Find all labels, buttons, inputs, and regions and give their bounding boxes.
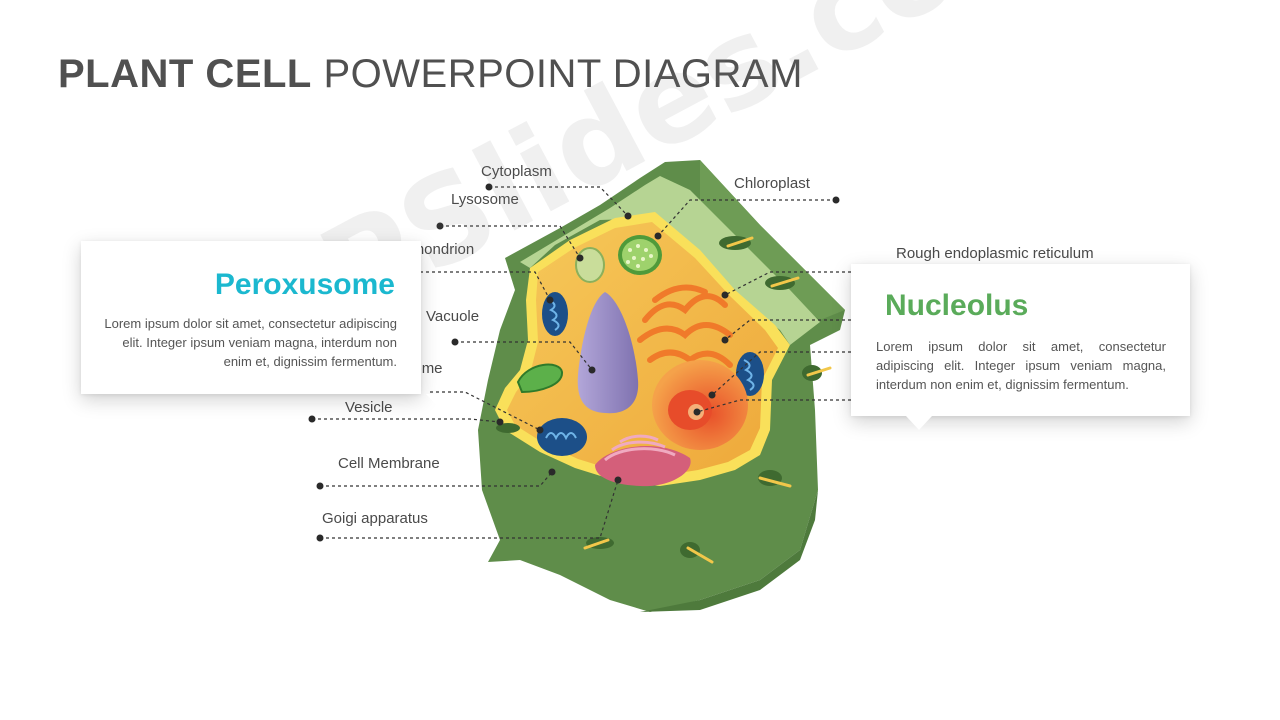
callout-nucleolus-heading: Nucleolus: [885, 289, 1029, 322]
rough-er: [637, 284, 733, 368]
callout-peroxisome: Peroxusome Lorem ipsum dolor sit amet, c…: [81, 241, 452, 408]
page-title: PLANT CELL POWERPOINT DIAGRAM: [58, 50, 803, 98]
leader-lines: [312, 186, 851, 539]
chloroplast: [618, 235, 662, 275]
label-vacuole: Vacuole: [426, 308, 480, 325]
label-vesicle: Vesicle: [345, 399, 393, 416]
label-chloroplast: Chloroplast: [734, 175, 810, 192]
label-cytoplasm: Cytoplasm: [481, 163, 552, 180]
label-lysosome: Lysosome: [451, 191, 519, 208]
mitochondrion-left: [542, 292, 568, 336]
callout-nucleolus-tail: [906, 416, 932, 430]
nucleus: [652, 360, 748, 450]
mitochondrion-right: [736, 352, 764, 396]
mitochondrion-bottom: [537, 418, 587, 456]
wall-plasmodesmata: [583, 236, 832, 564]
callout-nucleolus: Nucleolus Lorem ipsum dolor sit amet, co…: [851, 264, 1190, 430]
label-golgi: Goigi apparatus: [322, 510, 428, 527]
lysosome: [575, 247, 605, 283]
label-rough-er: Rough endoplasmic reticulum: [896, 245, 1094, 262]
peroxisome: [516, 363, 564, 394]
golgi-apparatus: [595, 434, 691, 487]
callout-peroxisome-body: Lorem ipsum dolor sit amet, consectetur …: [104, 316, 397, 369]
callout-peroxisome-tail: [426, 394, 452, 408]
callout-peroxisome-heading: Peroxusome: [214, 268, 395, 301]
page-title-rest: POWERPOINT DIAGRAM: [323, 52, 803, 96]
leader-dots: [308, 183, 840, 542]
page-title-bold: PLANT CELL: [58, 52, 312, 96]
vacuole: [577, 292, 639, 414]
callout-nucleolus-body: Lorem ipsum dolor sit amet, consectetur …: [876, 339, 1166, 392]
label-cell-membrane: Cell Membrane: [338, 455, 440, 472]
